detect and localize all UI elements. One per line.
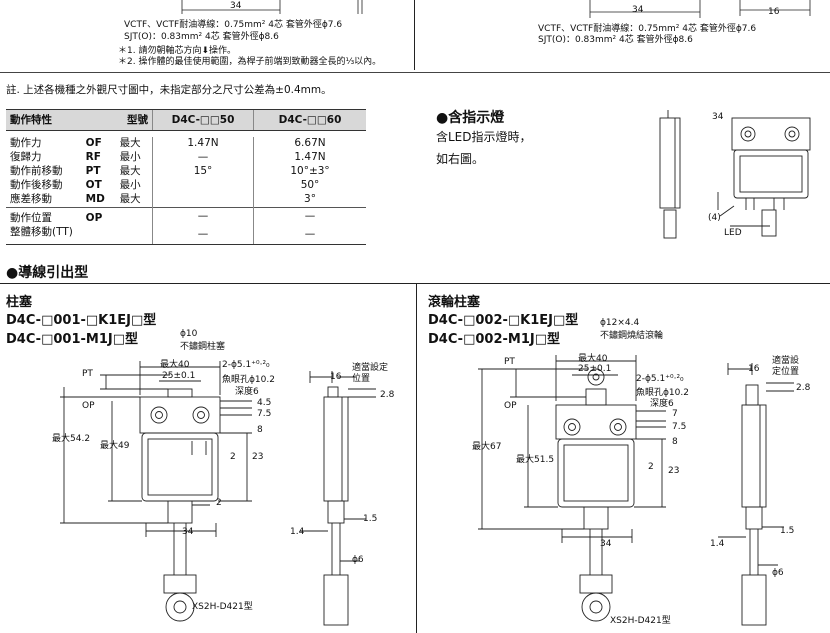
left-d6: ϕ6 [352, 555, 364, 565]
left-d34: 34 [182, 527, 194, 537]
top-right-dim16: 16 [768, 7, 780, 17]
right-max67: 最大67 [472, 442, 502, 452]
right-d14: 1.4 [710, 539, 725, 549]
indicator-title: ●含指示燈 [436, 110, 505, 126]
operating-characteristics-table: 動作特性 型號 D4C-□□50 D4C-□□60 動作力 OF 最大 1.47… [6, 109, 366, 245]
left-model2: D4C-□001-M1J□型 [6, 332, 138, 347]
indicator-led-label: LED [724, 228, 742, 238]
right-d16: 16 [748, 364, 760, 374]
left-d23: 23 [252, 452, 264, 462]
right-set2: 定位置 [772, 367, 800, 377]
left-pt: PT [82, 369, 93, 379]
top-note1: ＊1. 請勿朝軸芯方向⬇操作。 [118, 46, 236, 56]
right-roller-material: 不鏽鋼燒結滾輪 [600, 331, 664, 341]
table-row: 整體移動(TT) — — [6, 225, 366, 245]
bottom-divider [416, 284, 417, 633]
left-set1: 適當設定 [352, 363, 389, 373]
left-d8: 8 [257, 425, 263, 435]
left-holes: 2-ϕ5.1⁺⁰·²₀ [222, 360, 270, 370]
table-row: 動作力 OF 最大 1.47N 6.67N [6, 136, 366, 151]
top-right-cable2: SJT(O)：0.83mm² 4芯 套管外徑ϕ8.6 [538, 35, 693, 45]
header-d4c-60: D4C-□□60 [253, 109, 366, 131]
left-d16: 16 [330, 372, 342, 382]
right-set1: 適當設 [772, 356, 800, 366]
table-row: 動作位置 OP — — [6, 206, 366, 226]
indicator-line1: 含LED指示燈時， [436, 130, 532, 144]
header-d4c-50: D4C-□□50 [152, 109, 254, 131]
left-d28: 2.8 [380, 390, 395, 400]
table-row: 動作前移動 PT 最大 15° 10°±3° [6, 164, 366, 179]
left-d2b: 2 [216, 498, 222, 508]
top-drawing-fragments [181, 0, 811, 18]
top-left-dim: 34 [230, 1, 242, 11]
top-right-cable1: VCTF、VCTF耐油導線：0.75mm² 4芯 套管外徑ϕ7.6 [538, 24, 757, 34]
right-d7: 7 [672, 409, 678, 419]
left-d15: 1.5 [363, 514, 378, 524]
left-d2: 2 [230, 452, 236, 462]
left-cbore: 魚眼孔ϕ10.2 [222, 375, 275, 385]
indicator-dim4: (4) [708, 213, 721, 223]
left-model1: D4C-□001-□K1EJ□型 [6, 313, 157, 328]
top-rule [0, 72, 830, 73]
top-divider [414, 0, 415, 70]
right-d2: 2 [648, 462, 654, 472]
right-pt: PT [504, 357, 515, 367]
table-row: 應差移動 MD 最大 3° [6, 192, 366, 207]
header-characteristic: 動作特性 [6, 109, 116, 131]
right-dimension-drawing [478, 355, 794, 626]
table-header-row: 動作特性 型號 D4C-□□50 D4C-□□60 [6, 109, 366, 131]
table-row: 復歸力 RF 最小 — 1.47N [6, 150, 366, 165]
tolerance-note: 註. 上述各機種之外觀尺寸圖中，未指定部分之尺寸公差為±0.4mm。 [6, 84, 332, 96]
left-depth: 深度6 [235, 387, 259, 397]
left-d45: 4.5 [257, 398, 272, 408]
left-category: 柱塞 [6, 295, 33, 310]
right-max515: 最大51.5 [516, 455, 555, 465]
top-left-cable1: VCTF、VCTF耐油導線：0.75mm² 4芯 套管外徑ϕ7.6 [124, 20, 343, 30]
left-plunger-material: 不鏽鋼柱塞 [180, 342, 226, 352]
indicator-dim34: 34 [712, 112, 724, 122]
right-model1: D4C-□002-□K1EJ□型 [428, 313, 579, 328]
left-w25: 25±0.1 [162, 371, 196, 381]
right-d75: 7.5 [672, 422, 687, 432]
right-max40: 最大40 [578, 354, 608, 364]
left-max40: 最大40 [160, 360, 190, 370]
header-model: 型號 [115, 109, 153, 131]
right-d8: 8 [672, 437, 678, 447]
right-depth: 深度6 [650, 399, 674, 409]
right-w25: 25±0.1 [578, 364, 612, 374]
left-d14: 1.4 [290, 527, 305, 537]
table-row: 動作後移動 OT 最小 50° [6, 178, 366, 193]
right-cbore: 魚眼孔ϕ10.2 [636, 388, 689, 398]
right-d6: ϕ6 [772, 568, 784, 578]
right-d23: 23 [668, 466, 680, 476]
left-max49: 最大49 [100, 441, 130, 451]
left-d75: 7.5 [257, 409, 272, 419]
right-op: OP [504, 401, 517, 411]
right-d15: 1.5 [780, 526, 795, 536]
left-max542: 最大54.2 [52, 434, 91, 444]
right-roller-dia: ϕ12×4.4 [600, 318, 640, 328]
left-set2: 位置 [352, 374, 371, 384]
section-title: ●導線引出型 [6, 265, 89, 281]
right-category: 滾輪柱塞 [428, 295, 481, 310]
top-left-cable2: SJT(O)：0.83mm² 4芯 套管外徑ϕ8.6 [124, 32, 279, 42]
left-op: OP [82, 401, 95, 411]
left-dimension-drawing [60, 361, 376, 626]
section-rule [0, 283, 830, 284]
right-d28: 2.8 [796, 383, 811, 393]
indicator-line2: 如右圖。 [436, 152, 485, 166]
right-connector: XS2H-D421型 [610, 616, 671, 626]
indicator-drawing [659, 110, 811, 239]
right-model2: D4C-□002-M1J□型 [428, 332, 560, 347]
top-right-dim34: 34 [632, 5, 644, 15]
top-note2: ＊2. 操作體的最佳使用範圍，為桿子前端到致動器全長的⅓以內。 [118, 57, 382, 67]
left-plunger-dia: ϕ10 [180, 329, 198, 339]
left-connector: XS2H-D421型 [192, 602, 253, 612]
right-d34: 34 [600, 539, 612, 549]
right-holes: 2-ϕ5.1⁺⁰·²₀ [636, 374, 684, 384]
